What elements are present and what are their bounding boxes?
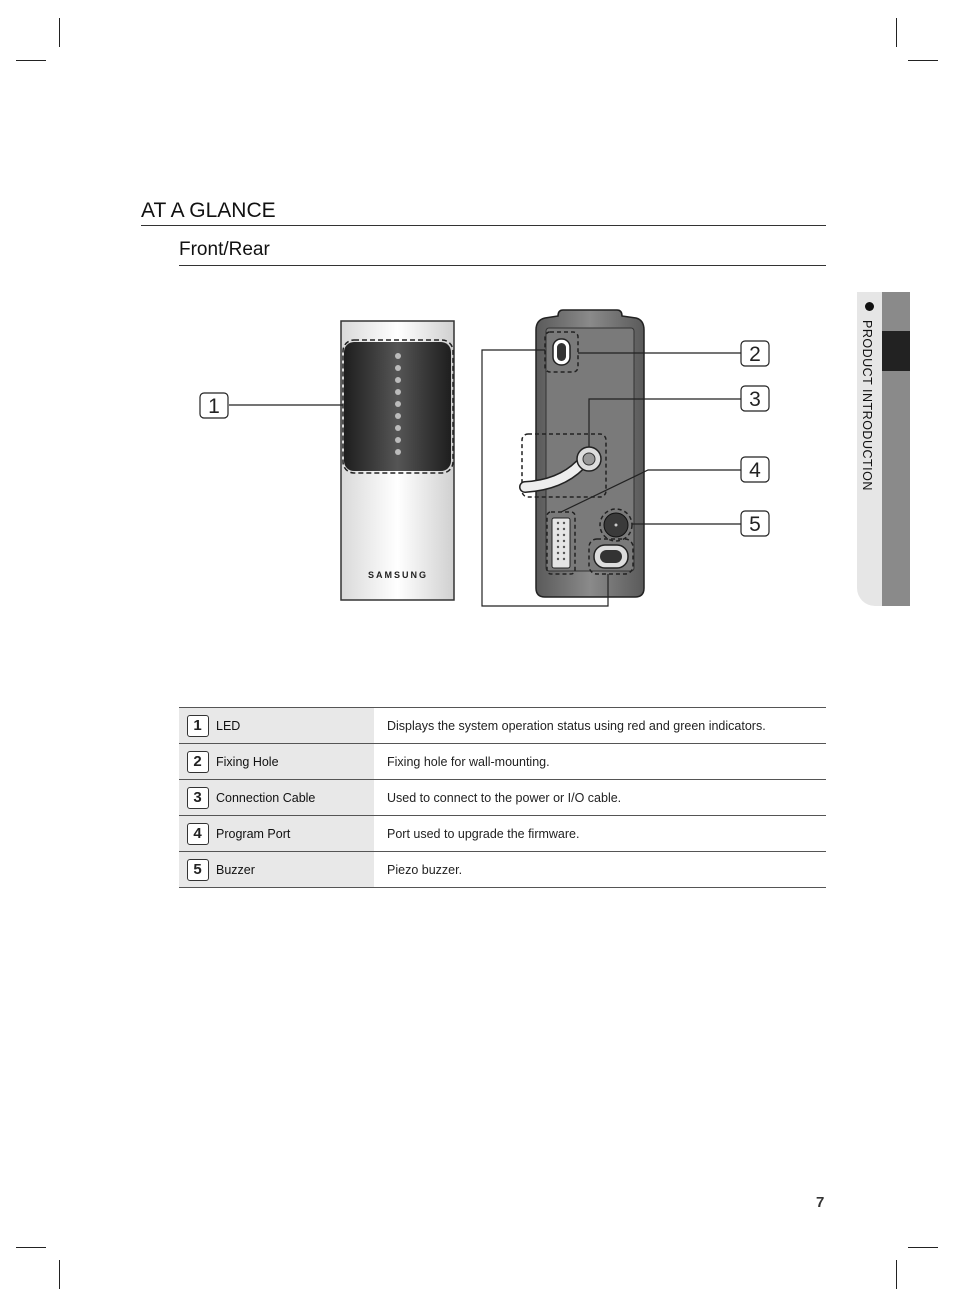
table-row: 4 Program Port Port used to upgrade the … bbox=[179, 815, 826, 852]
page-number: 7 bbox=[816, 1194, 825, 1211]
part-description: Used to connect to the power or I/O cabl… bbox=[387, 790, 622, 805]
fixing-hole-highlight bbox=[544, 331, 579, 373]
crop-mark bbox=[59, 18, 60, 47]
table-row: 3 Connection Cable Used to connect to th… bbox=[179, 779, 826, 816]
callout-1: 1 bbox=[199, 392, 229, 419]
part-description: Fixing hole for wall-mounting. bbox=[387, 754, 550, 769]
section-title: AT A GLANCE bbox=[141, 199, 276, 222]
svg-text:2: 2 bbox=[749, 343, 761, 366]
front-unit: SAMSUNG bbox=[340, 320, 455, 601]
table-row: 5 Buzzer Piezo buzzer. bbox=[179, 851, 826, 888]
lower-hole-highlight bbox=[588, 538, 634, 575]
crop-mark bbox=[908, 60, 938, 61]
brand-label: SAMSUNG bbox=[368, 570, 428, 580]
part-description: Displays the system operation status usi… bbox=[387, 718, 766, 733]
led-icon bbox=[395, 353, 401, 455]
part-name: Fixing Hole bbox=[216, 743, 374, 780]
svg-text:3: 3 bbox=[749, 388, 761, 411]
part-name: Buzzer bbox=[216, 851, 374, 888]
row-number: 2 bbox=[186, 750, 209, 773]
svg-text:1: 1 bbox=[208, 395, 220, 418]
crop-mark bbox=[16, 60, 46, 61]
row-number: 1 bbox=[186, 714, 209, 737]
part-description: Piezo buzzer. bbox=[387, 862, 463, 877]
table-row: 1 LED Displays the system operation stat… bbox=[179, 707, 826, 744]
leader-lines bbox=[229, 349, 741, 607]
callout-2: 2 bbox=[740, 340, 770, 367]
section-rule bbox=[141, 225, 826, 226]
svg-text:5: 5 bbox=[749, 513, 761, 536]
side-tab-label: PRODUCT INTRODUCTION bbox=[860, 320, 874, 491]
callout-5: 5 bbox=[740, 510, 770, 537]
crop-mark bbox=[896, 18, 897, 47]
program-port-icon bbox=[551, 517, 571, 569]
table-row: 2 Fixing Hole Fixing hole for wall-mount… bbox=[179, 743, 826, 780]
svg-text:4: 4 bbox=[749, 459, 761, 482]
row-number: 4 bbox=[186, 822, 209, 845]
parts-table: 1 LED Displays the system operation stat… bbox=[179, 707, 826, 888]
crop-mark bbox=[896, 1260, 897, 1289]
part-description: Port used to upgrade the firmware. bbox=[387, 826, 580, 841]
led-highlight bbox=[342, 339, 454, 474]
callout-4: 4 bbox=[740, 456, 770, 483]
subsection-title: Front/Rear bbox=[179, 239, 270, 260]
crop-mark bbox=[16, 1247, 46, 1248]
part-name: LED bbox=[216, 707, 374, 744]
row-number: 3 bbox=[186, 786, 209, 809]
part-name: Program Port bbox=[216, 815, 374, 852]
crop-mark bbox=[59, 1260, 60, 1289]
part-name: Connection Cable bbox=[216, 779, 374, 816]
product-diagram: SAMSUNG bbox=[199, 309, 770, 607]
crop-mark bbox=[908, 1247, 938, 1248]
cable-highlight bbox=[521, 433, 607, 498]
row-number: 5 bbox=[186, 858, 209, 881]
callout-3: 3 bbox=[740, 385, 770, 412]
bullet-icon bbox=[865, 302, 874, 311]
buzzer-highlight bbox=[599, 508, 633, 542]
side-tab-marker bbox=[882, 331, 910, 371]
rear-unit bbox=[519, 309, 645, 598]
subsection-rule bbox=[179, 265, 826, 266]
